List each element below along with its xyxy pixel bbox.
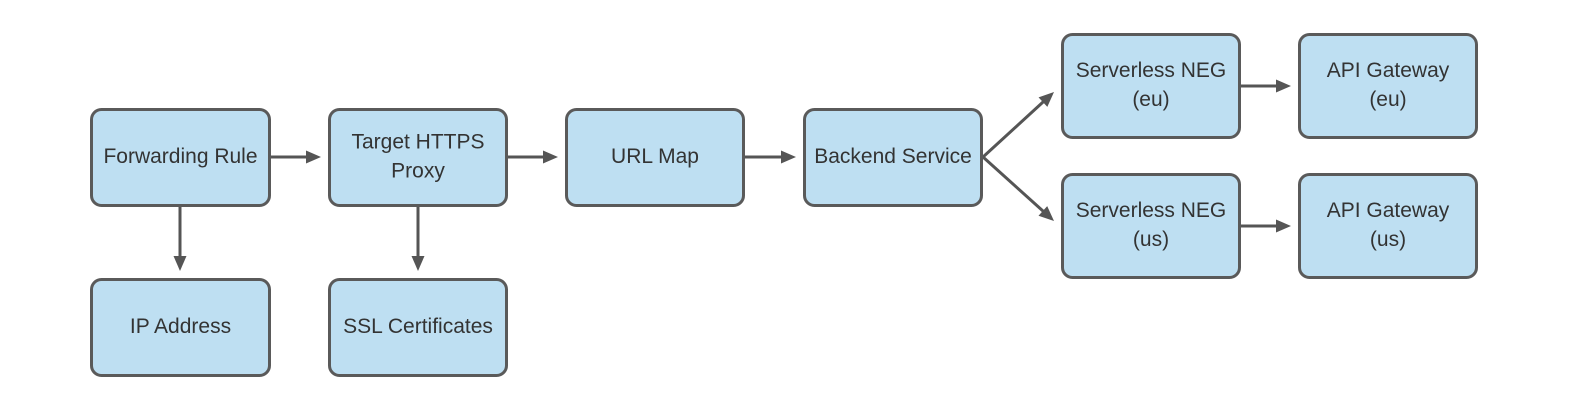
- arrowhead-icon: [1276, 219, 1291, 233]
- edge-serverless-neg-us-to-api-gateway-us: [1241, 219, 1291, 233]
- arrowhead-icon: [411, 256, 425, 271]
- arrowhead-icon: [173, 256, 187, 271]
- node-api-gateway-eu[interactable]: API Gateway(eu): [1298, 33, 1478, 139]
- edge-url-map-to-backend-service: [745, 150, 796, 164]
- node-box-backend-service[interactable]: [803, 108, 983, 207]
- arrowhead-icon: [1038, 92, 1054, 107]
- edges-layer: [173, 79, 1291, 271]
- node-ip-address[interactable]: IP Address: [90, 278, 271, 377]
- node-box-forwarding-rule[interactable]: [90, 108, 271, 207]
- node-box-ssl-certificates[interactable]: [328, 278, 508, 377]
- edge-backend-service-to-serverless-neg-us: [981, 155, 1054, 221]
- node-serverless-neg-eu[interactable]: Serverless NEG(eu): [1061, 33, 1241, 139]
- edge-serverless-neg-eu-to-api-gateway-eu: [1241, 79, 1291, 93]
- node-box-serverless-neg-us[interactable]: [1061, 173, 1241, 279]
- node-ssl-certificates[interactable]: SSL Certificates: [328, 278, 508, 377]
- edge-target-https-proxy-to-ssl-certificates: [411, 207, 425, 271]
- edge-forwarding-rule-to-target-https-proxy: [271, 150, 321, 164]
- node-box-api-gateway-us[interactable]: [1298, 173, 1478, 279]
- edge-target-https-proxy-to-url-map: [508, 150, 558, 164]
- node-forwarding-rule[interactable]: Forwarding Rule: [90, 108, 271, 207]
- node-box-ip-address[interactable]: [90, 278, 271, 377]
- node-box-target-https-proxy[interactable]: [328, 108, 508, 207]
- node-box-url-map[interactable]: [565, 108, 745, 207]
- node-url-map[interactable]: URL Map: [565, 108, 745, 207]
- node-serverless-neg-us[interactable]: Serverless NEG(us): [1061, 173, 1241, 279]
- edge-forwarding-rule-to-ip-address: [173, 207, 187, 271]
- arrowhead-icon: [1276, 79, 1291, 93]
- node-box-serverless-neg-eu[interactable]: [1061, 33, 1241, 139]
- node-api-gateway-us[interactable]: API Gateway(us): [1298, 173, 1478, 279]
- node-box-api-gateway-eu[interactable]: [1298, 33, 1478, 139]
- arrowhead-icon: [543, 150, 558, 164]
- node-backend-service[interactable]: Backend Service: [803, 108, 983, 207]
- arrowhead-icon: [1038, 206, 1054, 221]
- edge-backend-service-to-serverless-neg-eu: [981, 92, 1054, 159]
- arrowhead-icon: [306, 150, 321, 164]
- arrowhead-icon: [781, 150, 796, 164]
